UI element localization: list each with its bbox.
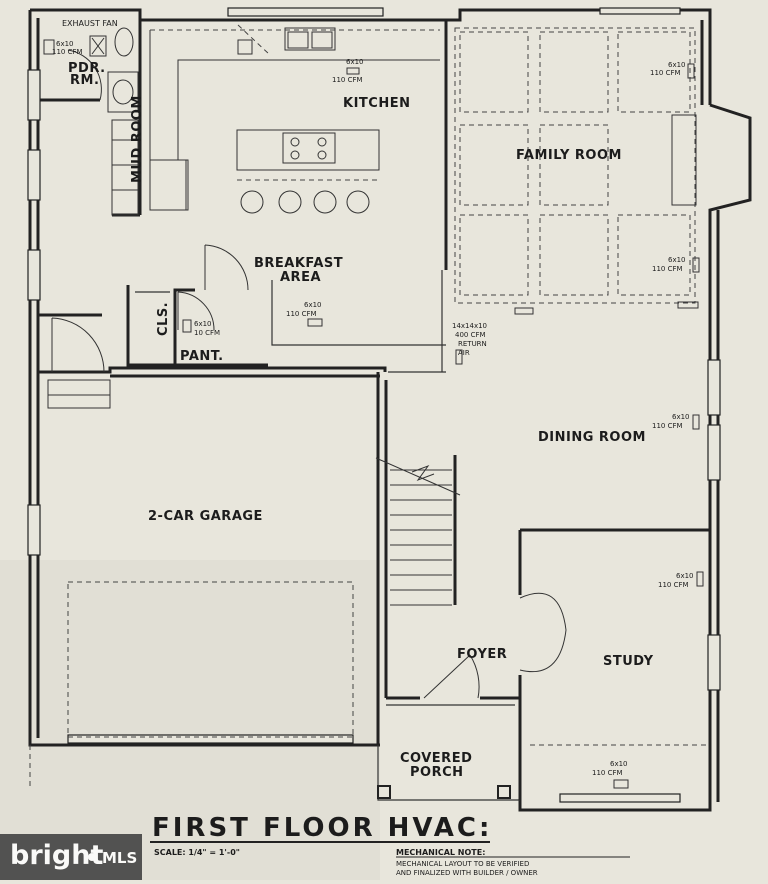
svg-text:6x10: 6x10 [56, 40, 74, 48]
exterior-walls [28, 8, 752, 812]
windows [27, 7, 721, 803]
label-kitchen: KITCHEN [343, 96, 410, 111]
label-pantry: PANT. [180, 349, 224, 364]
svg-text:6x10: 6x10 [304, 301, 322, 309]
garage-steps [47, 379, 111, 409]
watermark-tag: MLS [102, 849, 138, 867]
kitchen-counters [149, 24, 440, 211]
label-porch-1: COVERED [400, 751, 472, 766]
family-room-ceiling [454, 27, 699, 315]
svg-text:AIR: AIR [458, 349, 470, 357]
svg-text:6x10: 6x10 [346, 58, 364, 66]
svg-text:RETURN: RETURN [458, 340, 487, 348]
svg-text:6x10: 6x10 [610, 760, 628, 768]
svg-text:6x10: 6x10 [672, 413, 690, 421]
svg-text:6x10: 6x10 [676, 572, 694, 580]
drawing-title: FIRST FLOOR HVAC: [152, 813, 492, 843]
svg-text:110 CFM: 110 CFM [658, 581, 689, 589]
label-mud-room: MUD ROOM [130, 95, 145, 183]
label-closet: CLS. [156, 302, 171, 336]
svg-text:110 CFM: 110 CFM [592, 769, 623, 777]
label-garage: 2-CAR GARAGE [148, 509, 263, 524]
porch-column-right [497, 785, 511, 799]
mud-room-lockers [111, 119, 139, 216]
svg-text:110 CFM: 110 CFM [650, 69, 681, 77]
powder-room-fixtures [43, 27, 139, 113]
svg-text:6x10: 6x10 [668, 61, 686, 69]
svg-text:110 CFM: 110 CFM [286, 310, 317, 318]
label-powder-room-2: RM. [70, 73, 99, 88]
label-dining-room: DINING ROOM [538, 430, 646, 445]
watermark-name: bright [10, 840, 104, 871]
svg-text:14x14x10: 14x14x10 [452, 322, 487, 330]
svg-text:110 CFM: 110 CFM [652, 422, 683, 430]
label-study: STUDY [603, 654, 654, 669]
shadow-area [0, 560, 380, 880]
stairs [375, 457, 461, 606]
interior-walls [38, 20, 710, 800]
mechanical-note-line1: MECHANICAL LAYOUT TO BE VERIFIED [396, 860, 529, 868]
drawing-scale: SCALE: 1/4" = 1'-0" [154, 848, 240, 857]
svg-text:6x10: 6x10 [194, 320, 212, 328]
label-foyer: FOYER [457, 647, 507, 662]
svg-text:110 CFM: 110 CFM [652, 265, 683, 273]
mechanical-note-heading: MECHANICAL NOTE: [396, 848, 485, 857]
svg-text:10 CFM: 10 CFM [194, 329, 220, 337]
vent-symbols [182, 63, 704, 789]
watermark-dot-icon [88, 853, 96, 861]
svg-text:6x10: 6x10 [668, 256, 686, 264]
watermark-badge: bright MLS [0, 834, 142, 880]
label-powder-room-1: PDR. [68, 61, 106, 76]
label-breakfast-1: BREAKFAST [254, 256, 343, 271]
doors [51, 49, 567, 699]
vent-labels: 6x10 110 CFM 6x10 110 CFM 6x10 110 CFM 6… [52, 40, 694, 777]
label-porch-2: PORCH [410, 765, 464, 780]
garage-door-outline [67, 581, 354, 738]
porch-column-left [377, 785, 391, 799]
mechanical-note-line2: AND FINALIZED WITH BUILDER / OWNER [396, 869, 538, 877]
label-family-room: FAMILY ROOM [516, 148, 622, 163]
label-exhaust-fan: EXHAUST FAN [62, 19, 118, 28]
svg-text:400 CFM: 400 CFM [455, 331, 486, 339]
svg-text:110 CFM: 110 CFM [52, 48, 83, 56]
label-breakfast-2: AREA [280, 270, 321, 285]
kitchen-island [236, 129, 380, 214]
svg-text:110 CFM: 110 CFM [332, 76, 363, 84]
